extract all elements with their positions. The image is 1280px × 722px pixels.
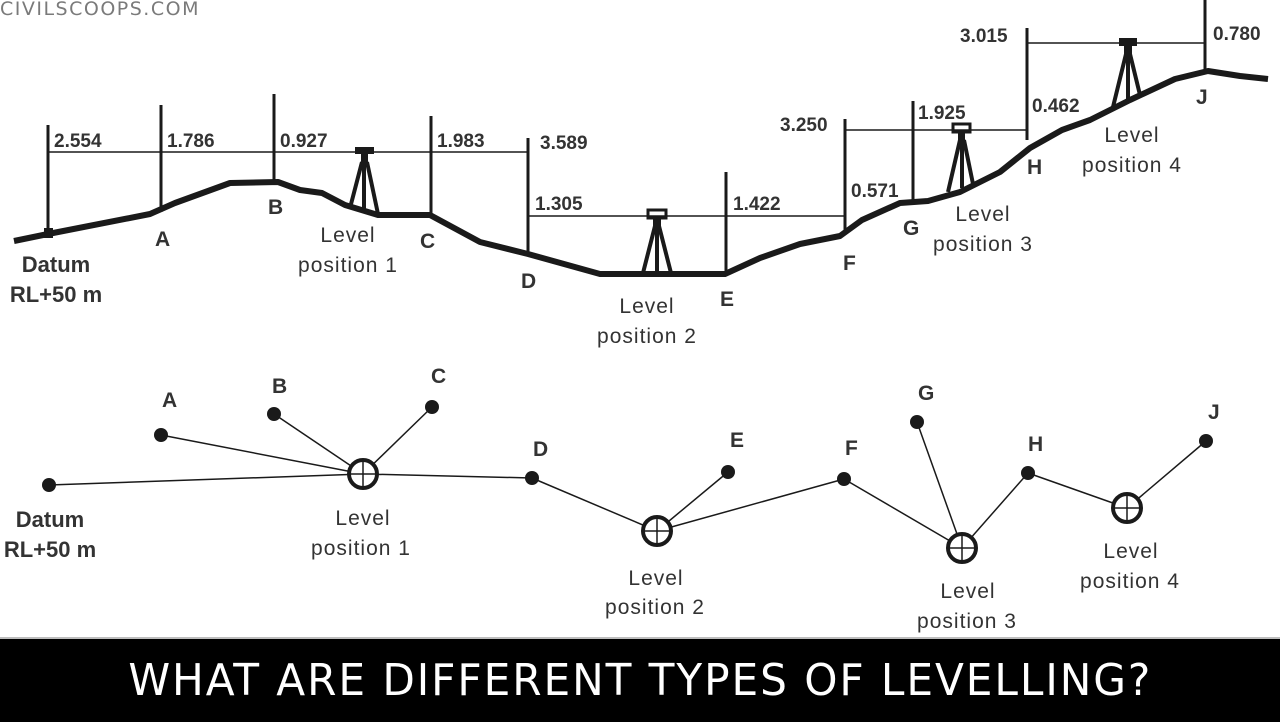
plan-datum-label: Datum: [16, 507, 84, 532]
point-h: [1021, 466, 1035, 480]
ground-profile: [13, 68, 1269, 277]
reading-f-fs: 3.250: [780, 115, 828, 136]
level-position-4-label: Level: [1104, 124, 1159, 147]
reading-b: 0.927: [280, 131, 328, 152]
station-label-f: F: [843, 252, 856, 275]
reading-a: 1.786: [167, 131, 215, 152]
plan-datum-rl: RL+50 m: [4, 537, 96, 562]
reading-g: 1.925: [918, 103, 966, 124]
level-instrument-icon: [348, 147, 380, 215]
plan-label-b: B: [272, 375, 287, 398]
point-f: [837, 472, 851, 486]
watermark: CIVILSCOOPS.COM: [0, 0, 200, 20]
datum-rl: RL+50 m: [10, 282, 102, 307]
crosshair-icon: [946, 532, 978, 564]
plan-label-e: E: [730, 429, 744, 452]
reading-f-bs: 0.571: [851, 181, 899, 202]
plan-label-a: A: [162, 389, 177, 412]
point-g: [910, 415, 924, 429]
plan-level-3-label: Level: [940, 580, 995, 603]
point-b: [267, 407, 281, 421]
plan-label-g: G: [918, 382, 934, 405]
reading-h-bs: 0.462: [1032, 96, 1080, 117]
level-position-3-label: Level: [955, 203, 1010, 226]
banner-title: WHAT ARE DIFFERENT TYPES OF LEVELLING?: [128, 655, 1152, 706]
station-label-j: J: [1196, 86, 1208, 109]
level-instrument-icon: [641, 208, 673, 274]
reading-e: 1.422: [733, 194, 781, 215]
reading-h-fs: 3.015: [960, 26, 1008, 47]
crosshair-icon: [1111, 492, 1143, 524]
level-position-1-label: Level: [320, 224, 375, 247]
reading-j: 0.780: [1213, 24, 1261, 45]
point-d: [525, 471, 539, 485]
plan-label-c: C: [431, 365, 446, 388]
plan-level-1-label: Level: [335, 507, 390, 530]
crosshair-icon: [347, 458, 379, 490]
point-c: [425, 400, 439, 414]
plan-level-3-sub: position 3: [917, 610, 1017, 633]
level-position-2-label: Level: [619, 295, 674, 318]
level-position-4-sub: position 4: [1082, 154, 1182, 177]
level-position-2-sub: position 2: [597, 325, 697, 348]
plan-label-h: H: [1028, 433, 1043, 456]
station-label-b: B: [268, 196, 283, 219]
station-label-c: C: [420, 230, 435, 253]
point-a: [154, 428, 168, 442]
level-instrument-icon: [1111, 38, 1142, 108]
station-label-a: A: [155, 228, 170, 251]
plan-level-4-sub: position 4: [1080, 570, 1180, 593]
station-label-g: G: [903, 217, 919, 240]
level-position-3-sub: position 3: [933, 233, 1033, 256]
point-e: [721, 465, 735, 479]
reading-d-fs: 3.589: [540, 133, 588, 154]
point-datum: [42, 478, 56, 492]
station-label-e: E: [720, 288, 734, 311]
reading-c: 1.983: [437, 131, 485, 152]
plan-view: A B C D E F G H J Level position 1 Level…: [4, 365, 1220, 633]
station-label-h: H: [1027, 156, 1042, 179]
plan-label-f: F: [845, 437, 858, 460]
plan-level-2-label: Level: [628, 567, 683, 590]
level-position-1-sub: position 1: [298, 254, 398, 277]
section-view: 2.554 1.786 0.927 1.983 3.589 1.305 1.42…: [10, 0, 1269, 348]
plan-level-2-sub: position 2: [605, 596, 705, 619]
datum-label: Datum: [22, 252, 90, 277]
title-banner: WHAT ARE DIFFERENT TYPES OF LEVELLING?: [0, 637, 1280, 722]
levelling-diagram: 2.554 1.786 0.927 1.983 3.589 1.305 1.42…: [4, 0, 1269, 633]
plan-level-4-label: Level: [1103, 540, 1158, 563]
station-label-d: D: [521, 270, 536, 293]
plan-label-j: J: [1208, 401, 1220, 424]
reading-d-bs: 1.305: [535, 194, 583, 215]
reading-datum: 2.554: [54, 131, 102, 152]
level-instrument-icon: [946, 122, 975, 193]
crosshair-icon: [641, 515, 673, 547]
point-j: [1199, 434, 1213, 448]
plan-level-1-sub: position 1: [311, 537, 411, 560]
plan-label-d: D: [533, 438, 548, 461]
